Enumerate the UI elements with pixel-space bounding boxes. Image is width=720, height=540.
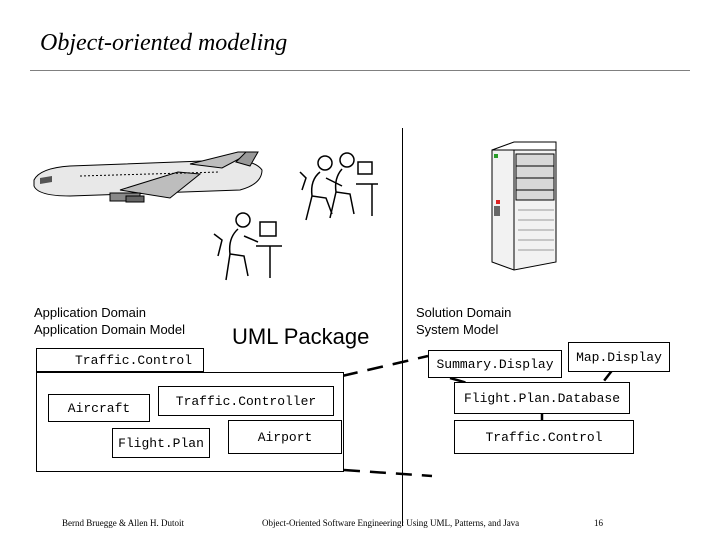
air-traffic-controllers-icon	[299, 152, 378, 221]
class-map-display: Map.Display	[568, 342, 670, 372]
mapping-line-upper	[341, 354, 429, 378]
footer-book-title: Object-Oriented Software Engineering: Us…	[262, 518, 520, 528]
domain-divider	[402, 128, 403, 526]
class-flight-plan: Flight.Plan	[112, 428, 210, 458]
class-flight-plan-database: Flight.Plan.Database	[454, 382, 630, 414]
airplane-icon	[33, 151, 263, 203]
application-domain-model-label: Application Domain Model	[34, 322, 186, 337]
application-domain-title: Application Domain	[34, 305, 147, 320]
class-traffic-controller: Traffic.Controller	[158, 386, 334, 416]
class-summary-display: Summary.Display	[428, 350, 562, 378]
mapping-line-lower	[343, 468, 433, 478]
page-number: 16	[594, 518, 603, 528]
class-traffic-control: Traffic.Control	[454, 420, 634, 454]
footer-authors: Bernd Bruegge & Allen H. Dutoit	[62, 518, 184, 528]
package-tab: Traffic.Control	[36, 348, 204, 372]
slide-title: Object-oriented modeling	[40, 30, 288, 56]
uml-package-label: UML Package	[232, 324, 370, 349]
class-aircraft: Aircraft	[48, 394, 150, 422]
system-model-label: System Model	[416, 322, 499, 337]
solution-domain-title: Solution Domain	[416, 305, 512, 320]
server-tower-icon	[491, 141, 557, 271]
controller-workstation-icon	[213, 212, 282, 281]
mapping-lines	[341, 354, 433, 478]
class-airport: Airport	[228, 420, 342, 454]
package-name: Traffic.Control	[75, 353, 193, 368]
title-divider	[30, 70, 690, 71]
